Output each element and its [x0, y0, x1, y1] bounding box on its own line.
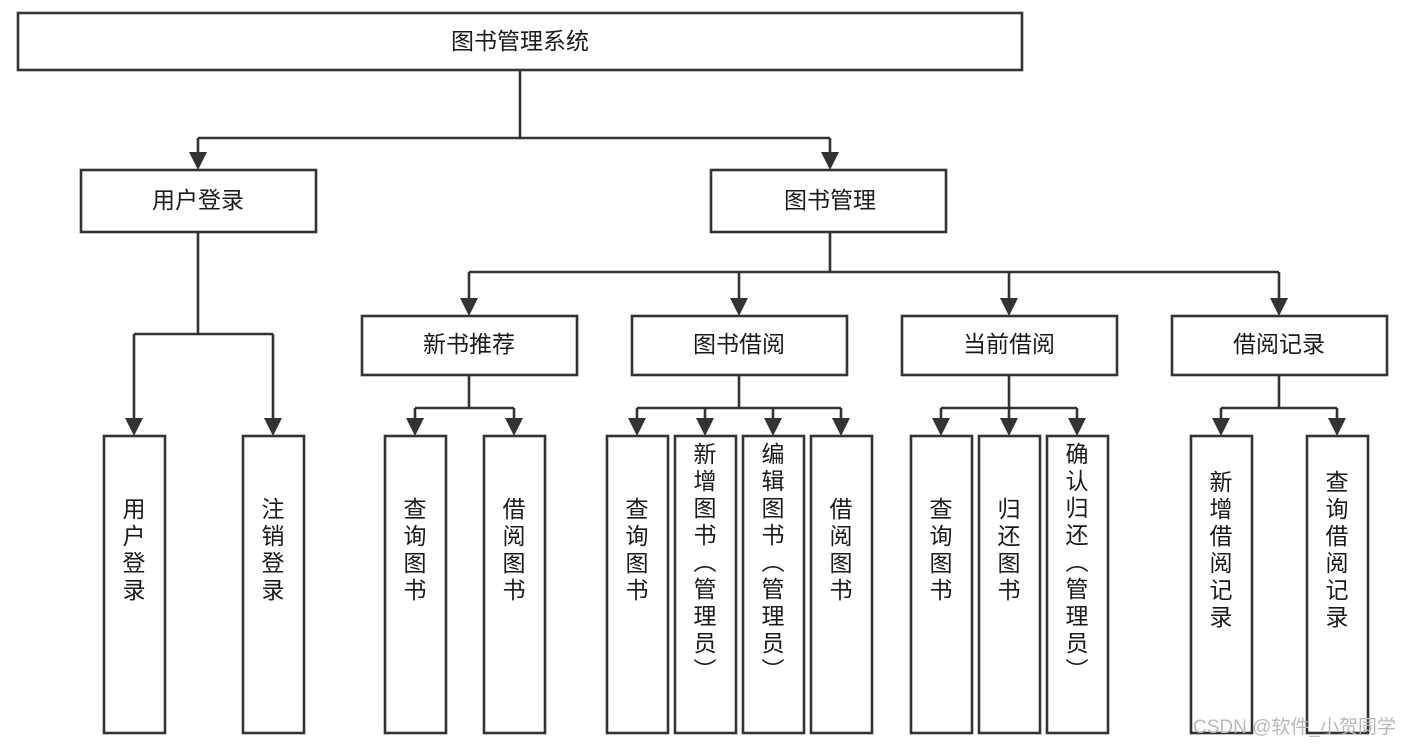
node-leaf-query-record-box[interactable]	[1305, 434, 1370, 735]
arrowhead-leaf-edit-book	[764, 418, 782, 436]
node-leaf-confirm-return-box[interactable]	[1045, 434, 1110, 735]
node-book-manage-box[interactable]	[709, 168, 948, 234]
node-leaf-query-book-1[interactable]: 查询图书	[383, 434, 448, 735]
node-new-book-recommend-label: 新书推荐	[423, 331, 515, 357]
node-leaf-borrow-book-2[interactable]: 借阅图书	[809, 434, 874, 735]
node-user-login-box[interactable]	[79, 168, 318, 234]
node-borrow-record[interactable]: 借阅记录	[1170, 314, 1389, 377]
arrowhead-leaf-query-record	[1328, 418, 1346, 436]
node-new-book-recommend[interactable]: 新书推荐	[360, 314, 579, 377]
node-leaf-query-book-1-label: 查询图书	[404, 496, 427, 603]
node-leaf-return-book-label: 归还图书	[998, 496, 1021, 603]
arrowhead-leaf-add-book	[696, 418, 714, 436]
node-user-login-label: 用户登录	[152, 187, 244, 213]
arrowhead-leaf-add-record	[1212, 418, 1230, 436]
node-leaf-borrow-book-1-label: 借阅图书	[503, 496, 526, 603]
node-leaf-logout-login-label: 注销登录	[262, 496, 285, 603]
node-leaf-add-record-box[interactable]	[1189, 434, 1254, 735]
node-leaf-borrow-book-2-label: 借阅图书	[830, 496, 853, 603]
node-root[interactable]: 图书管理系统	[16, 11, 1024, 72]
node-leaf-user-login-box[interactable]	[102, 434, 167, 735]
node-book-manage-label: 图书管理	[784, 187, 876, 213]
node-leaf-add-book-box[interactable]	[673, 434, 738, 735]
arrowhead-leaf-borrow-book-1	[505, 418, 523, 436]
arrowhead-leaf-borrow-book-2	[832, 418, 850, 436]
node-leaf-user-login[interactable]: 用户登录	[102, 434, 167, 735]
arrowhead-leaf-logout-login	[264, 418, 282, 436]
node-leaf-borrow-book-2-box[interactable]	[809, 434, 874, 735]
node-leaf-query-book-3[interactable]: 查询图书	[909, 434, 974, 735]
node-leaf-edit-book-box[interactable]	[741, 434, 806, 735]
node-leaf-add-record-label: 新增借阅记录	[1210, 469, 1233, 630]
node-leaf-borrow-book-1-box[interactable]	[482, 434, 547, 735]
node-leaf-query-book-2-box[interactable]	[605, 434, 670, 735]
arrowhead-leaf-query-book-1	[406, 418, 424, 436]
node-book-borrow-label: 图书借阅	[693, 331, 785, 357]
node-borrow-record-box[interactable]	[1170, 314, 1389, 377]
arrowhead-borrow-record	[1270, 298, 1288, 316]
arrowhead-leaf-query-book-3	[932, 418, 950, 436]
connector-layer	[125, 70, 1346, 436]
node-leaf-return-book-box[interactable]	[977, 434, 1042, 735]
arrowhead-leaf-user-login	[125, 418, 143, 436]
arrowhead-book-manage	[821, 152, 839, 170]
arrowhead-leaf-query-book-2	[628, 418, 646, 436]
node-root-label: 图书管理系统	[451, 28, 589, 54]
node-leaf-return-book[interactable]: 归还图书	[977, 434, 1042, 735]
node-borrow-record-label: 借阅记录	[1233, 331, 1325, 357]
node-leaf-add-book[interactable]: 新增图书︵管理员︶	[673, 434, 738, 735]
node-leaf-add-book-label: 新增图书︵管理员︶	[694, 441, 717, 683]
arrowhead-new-book-recommend	[460, 298, 478, 316]
node-current-borrow-label: 当前借阅	[963, 331, 1055, 357]
node-book-borrow[interactable]: 图书借阅	[630, 314, 849, 377]
node-leaf-edit-book[interactable]: 编辑图书︵管理员︶	[741, 434, 806, 735]
node-leaf-confirm-return[interactable]: 确认归还︵管理员︶	[1045, 434, 1110, 735]
node-leaf-logout-login[interactable]: 注销登录	[241, 434, 306, 735]
node-leaf-query-record-label: 查询借阅记录	[1326, 469, 1349, 630]
node-leaf-logout-login-box[interactable]	[241, 434, 306, 735]
node-book-borrow-box[interactable]	[630, 314, 849, 377]
node-leaf-query-book-2[interactable]: 查询图书	[605, 434, 670, 735]
node-leaf-edit-book-label: 编辑图书︵管理员︶	[762, 441, 785, 683]
node-current-borrow[interactable]: 当前借阅	[900, 314, 1119, 377]
arrowhead-book-borrow	[730, 298, 748, 316]
node-leaf-confirm-return-label: 确认归还︵管理员︶	[1066, 441, 1089, 683]
node-leaf-query-record[interactable]: 查询借阅记录	[1305, 434, 1370, 735]
node-leaf-query-book-3-box[interactable]	[909, 434, 974, 735]
node-leaf-query-book-3-label: 查询图书	[930, 496, 953, 603]
arrowhead-user-login	[189, 152, 207, 170]
arrowhead-current-borrow	[1000, 298, 1018, 316]
node-root-box[interactable]	[16, 11, 1024, 72]
node-leaf-add-record[interactable]: 新增借阅记录	[1189, 434, 1254, 735]
node-leaf-borrow-book-1[interactable]: 借阅图书	[482, 434, 547, 735]
arrowhead-leaf-confirm-return	[1068, 418, 1086, 436]
node-new-book-recommend-box[interactable]	[360, 314, 579, 377]
node-leaf-query-book-2-label: 查询图书	[626, 496, 649, 603]
arrowhead-leaf-return-book	[1000, 418, 1018, 436]
node-leaf-query-book-1-box[interactable]	[383, 434, 448, 735]
node-current-borrow-box[interactable]	[900, 314, 1119, 377]
csdn-watermark: CSDN @软件_小贺同学	[1193, 716, 1396, 738]
node-user-login[interactable]: 用户登录	[79, 168, 318, 234]
node-leaf-user-login-label: 用户登录	[123, 496, 146, 603]
node-book-manage[interactable]: 图书管理	[709, 168, 948, 234]
